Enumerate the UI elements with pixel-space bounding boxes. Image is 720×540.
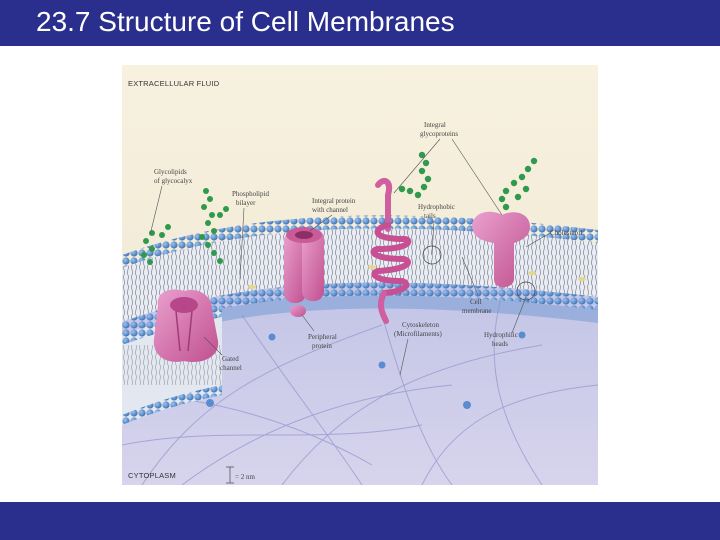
scale-bar <box>226 466 234 484</box>
integral-channel-leader <box>309 214 333 232</box>
svg-text:Integral: Integral <box>424 121 446 129</box>
hydrophobic-label: Hydrophobic tails <box>418 203 455 220</box>
svg-text:heads: heads <box>492 340 508 348</box>
glycocalyx-chains <box>141 151 538 265</box>
hydrophilic-highlight <box>516 281 536 301</box>
svg-text:Peripheral: Peripheral <box>308 333 337 341</box>
cytoskeleton-leader <box>399 338 409 376</box>
phospholipid-label: Phospholipid bilayer <box>232 190 269 207</box>
title-bar: 23.7 Structure of Cell Membranes <box>0 0 720 46</box>
phospholipid-bilayer <box>122 215 598 348</box>
integral-glycoproteins-label: Integral glycoproteins <box>420 121 458 138</box>
svg-text:of glycocalyx: of glycocalyx <box>154 177 193 185</box>
integral-glycoproteins-leaders <box>393 138 503 216</box>
svg-text:glycoproteins: glycoproteins <box>420 130 458 138</box>
gated-channel-label: Gated channel <box>220 355 242 372</box>
footer-bar <box>0 502 720 540</box>
peripheral-protein <box>290 305 306 317</box>
slide-title: 23.7 Structure of Cell Membranes <box>36 6 455 37</box>
hydrophilic-label: Hydrophilic heads <box>484 331 518 348</box>
integral-channel-label: Integral protein with channel <box>312 197 356 214</box>
gated-channel-leader <box>203 336 223 356</box>
svg-text:membrane: membrane <box>462 307 492 315</box>
cytoskeleton-nodes <box>206 331 526 409</box>
svg-text:with channel: with channel <box>312 206 348 214</box>
glycolipids-label: Glycolipids of glycocalyx <box>154 168 193 185</box>
svg-text:Cell: Cell <box>470 298 482 306</box>
gated-channel-protein <box>153 289 219 363</box>
cell-membrane-leader <box>461 256 479 296</box>
scale-label: = 2 nm <box>235 473 255 481</box>
svg-text:Hydrophilic: Hydrophilic <box>484 331 518 339</box>
extracellular-fluid-label: EXTRACELLULAR FLUID <box>128 79 220 88</box>
svg-text:Hydrophobic: Hydrophobic <box>418 203 455 211</box>
cholesterol-label: Cholesterol <box>550 229 582 237</box>
cell-membrane-figure: EXTRACELLULAR FLUID CYTOPLASM = 2 nm Gly… <box>122 65 598 485</box>
peripheral-protein-label: Peripheral protein <box>308 333 337 350</box>
svg-text:protein: protein <box>312 342 332 350</box>
svg-text:Glycolipids: Glycolipids <box>154 168 187 176</box>
hydrophobic-leader <box>431 220 435 256</box>
svg-text:Phospholipid: Phospholipid <box>232 190 269 198</box>
integral-glycoprotein-right <box>472 211 530 288</box>
glycolipids-leader <box>149 185 163 236</box>
svg-text:channel: channel <box>220 364 242 372</box>
integral-glycoprotein-helix <box>370 177 412 324</box>
cell-membrane-label: Cell membrane <box>462 298 492 315</box>
cytoskeleton-filaments <box>122 294 598 485</box>
svg-text:tails: tails <box>424 212 436 220</box>
hydrophilic-leader <box>511 296 527 334</box>
svg-text:Integral protein: Integral protein <box>312 197 356 205</box>
phospholipid-leader <box>239 207 245 280</box>
integral-protein-with-channel <box>284 227 324 303</box>
hydrophobic-highlight <box>422 245 442 265</box>
svg-text:Gated: Gated <box>222 355 239 363</box>
cholesterol-leader <box>525 232 551 248</box>
cytoskeleton-label: Cytoskeleton (Microfilaments) <box>394 321 442 338</box>
cytoplasm-label: CYTOPLASM <box>128 471 176 480</box>
cholesterol-molecules <box>248 265 586 289</box>
peripheral-leader <box>301 314 315 332</box>
svg-text:Cytoskeleton: Cytoskeleton <box>402 321 439 329</box>
svg-text:bilayer: bilayer <box>236 199 256 207</box>
svg-text:(Microfilaments): (Microfilaments) <box>394 330 442 338</box>
